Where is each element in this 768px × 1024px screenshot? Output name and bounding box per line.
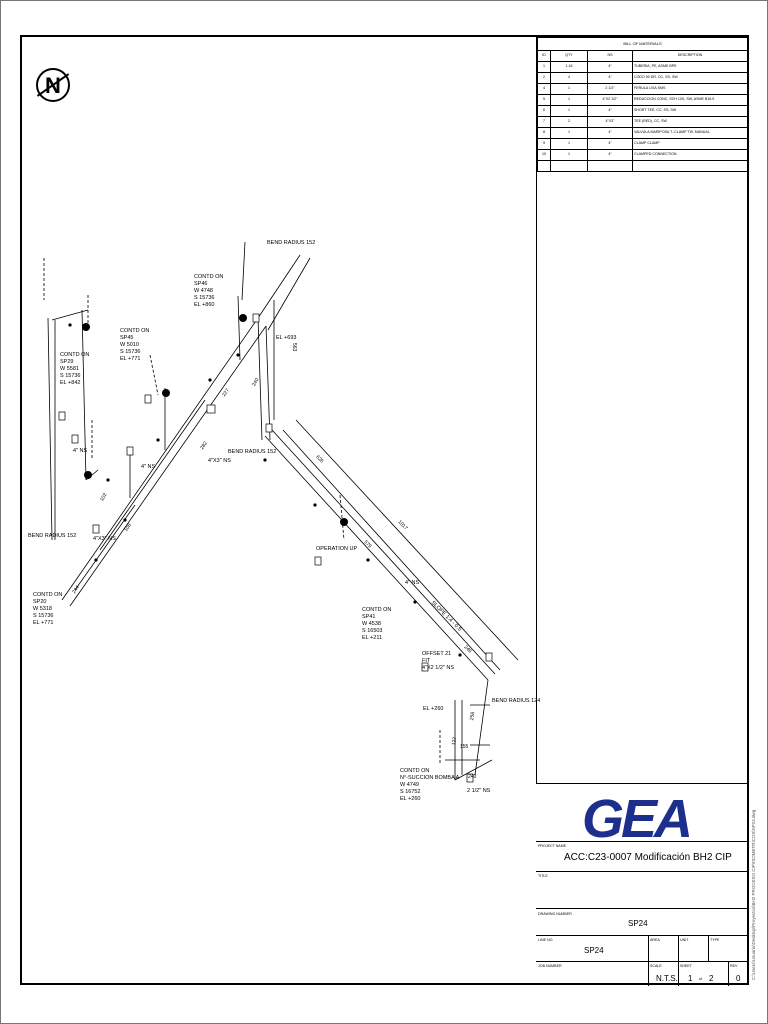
title-box: TITLE [536,871,748,909]
contd-on-sp29: S 15736 [60,373,81,379]
contd-on-sp45: SP45 [120,335,134,341]
contd-on-sp41: S 16503 [362,628,383,634]
contd-on-sp45: S 15736 [120,349,141,355]
drawing-number-label: DRAWING NUMBER [538,912,572,916]
contd-on-sp46: S 15736 [194,295,215,301]
rev-label: REV [730,964,738,968]
offset-note: OFFSET 21 [422,651,452,657]
north-arrow-icon: N [36,68,70,102]
bom-column [536,37,749,783]
sheet-number: 1 [688,974,693,983]
valve-icon [162,389,170,397]
gea-logo-text: GEA [582,789,690,842]
fitting-tags [58,313,493,783]
bend-radius-label: BEND RADIUS 152 [267,240,316,246]
dimension-label: 155 [460,744,469,750]
file-path-text: C:\Users\Usuario\Desktop\Proyectos\BH2 P… [751,809,756,980]
operation-up-label: OPERATION UP [316,546,358,552]
contd-on-sp20: CONTD ON [33,592,63,598]
dimension-label: 563 [291,343,297,352]
valve-icon [239,314,247,322]
bill-of-materials: BILL OF MATERIALS ID QTY NS DESCRIPTION … [537,37,748,172]
valve-icon [84,471,92,479]
unit-label: UNIT [680,938,689,942]
scale-value: N.T.S. [656,974,678,983]
contd-on-pump: S 16752 [400,789,421,795]
size-label: 4" NS [141,464,156,470]
scale-label: SCALE [650,964,662,968]
contd-on-sp41: W 4538 [362,621,381,627]
rev-value: 0 [736,974,741,983]
bend-radius-label: BEND RADIUS 152 [28,533,77,539]
valve-icon [82,323,90,331]
contd-on-sp20: EL +771 [33,620,54,626]
bend-radius-label: BEND RADIUS 124 [492,698,541,704]
contd-on-sp20: SP20 [33,599,47,605]
gea-logo: GEA [582,789,693,849]
type-label: TYPE [710,938,720,942]
contd-on-pump: W 4749 [400,782,419,788]
elevation-label: EL +693 [276,335,297,341]
file-path-margin: C:\Users\Usuario\Desktop\Proyectos\BH2 P… [751,440,759,980]
contd-on-sp45: CONTD ON [120,328,150,334]
contd-on-sp29: W 5581 [60,366,79,372]
job-number-label: JOB NUMBER [538,964,562,968]
offset-note: 4"X2 1/2" NS [422,665,455,671]
valve-icon [340,518,348,526]
contd-on-sp41: SP41 [362,614,376,620]
contd-on-pump: N°-SUCCION BOMBA A [400,775,460,781]
dimension-label: 240 [468,774,477,780]
contd-on-sp41: CONTD ON [362,607,392,613]
pipe-fittings [68,314,462,657]
size-label: 4" NS [73,448,88,454]
sheet-label: SHEET [680,964,692,968]
drawing-number-box: DRAWING NUMBER SP24 [536,908,748,936]
job-number-box: JOB NUMBER SCALE N.T.S. SHEET 1 of 2 REV… [536,961,748,986]
area-label: AREA [650,938,660,942]
contd-on-sp46: CONTD ON [194,274,224,280]
size-label: 4"X3" NS [93,536,116,542]
contd-on-pump: EL +260 [400,796,421,802]
project-name-label: PROJECT NAME [538,844,567,848]
contd-on-sp45: W 5010 [120,342,139,348]
drawing-number: SP24 [628,919,648,928]
contd-on-sp20: W 5318 [33,606,52,612]
contd-on-sp29: EL +842 [60,380,81,386]
size-label: 2 1/2" NS [467,788,491,794]
title-label: TITLE [538,874,548,878]
contd-on-pump: CONTD ON [400,768,430,774]
line-no-box: LINE NO. SP24 AREA UNIT TYPE [536,935,748,962]
drawing-border [20,35,749,985]
project-name: ACC:C23-0007 Modificación BH2 CIP [564,852,732,863]
bend-radius-label: BEND RADIUS 152 [228,449,277,455]
logo-box: GEA [536,783,748,849]
line-no: SP24 [584,946,604,955]
size-label: 4" NS [405,580,420,586]
contd-on-sp46: W 4748 [194,288,213,294]
contd-on-sp29: SP29 [60,359,74,365]
contd-on-sp41: EL +211 [362,635,383,641]
bom-empty-row [537,160,748,172]
sheet-total: 2 [709,974,714,983]
line-no-label: LINE NO. [538,938,554,942]
contd-on-sp45: EL +771 [120,356,141,362]
pipe-lines [43,241,519,781]
contd-on-sp29: CONTD ON [60,352,90,358]
sheet-of: of [699,977,702,981]
offset-note: FIT [422,658,431,664]
elevation-label: EL +260 [423,706,444,712]
size-label: 4"X3" NS [208,458,231,464]
contd-on-sp20: S 15736 [33,613,54,619]
project-name-box: PROJECT NAME ACC:C23-0007 Modificación B… [536,841,748,872]
contd-on-sp46: SP46 [194,281,208,287]
contd-on-sp46: EL +860 [194,302,215,308]
